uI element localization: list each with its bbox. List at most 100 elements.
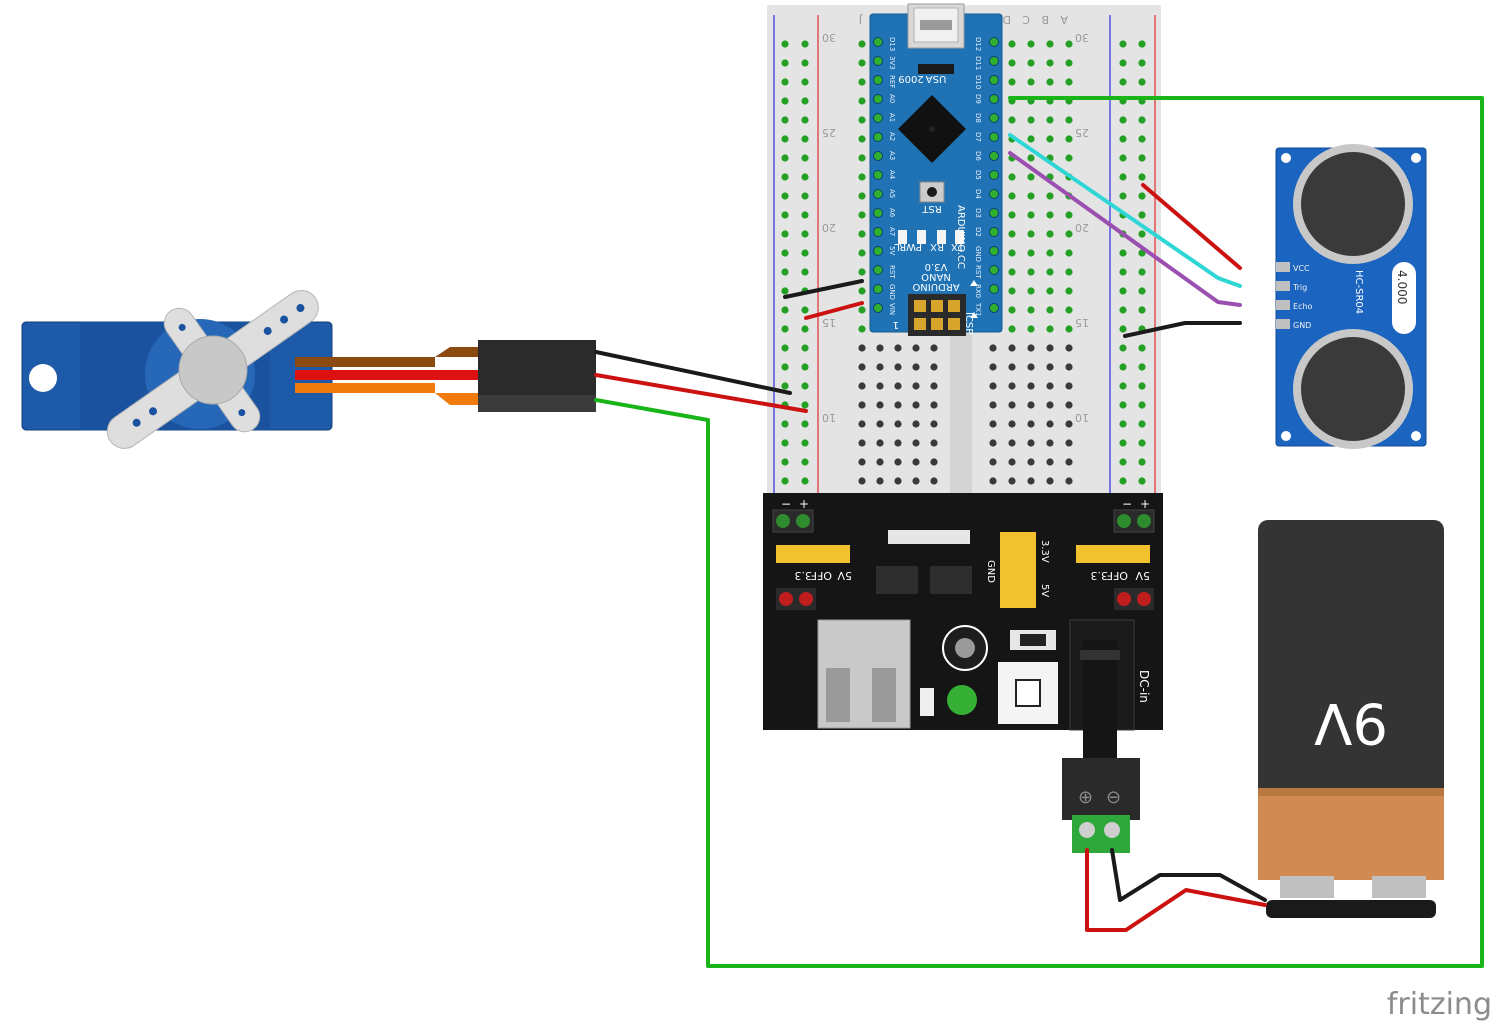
breadboard-hole — [801, 458, 809, 466]
breadboard-hole — [989, 382, 997, 390]
nano-pin-right — [989, 56, 999, 66]
breadboard-hole — [781, 173, 789, 181]
breadboard-hole — [1119, 363, 1127, 371]
left-label-3-3: 3.3 — [795, 569, 813, 582]
breadboard-hole — [858, 344, 866, 352]
wire-sensor-trig — [1008, 133, 1242, 288]
breadboard-hole — [1027, 192, 1035, 200]
breadboard-hole — [1046, 382, 1054, 390]
breadboard-hole — [1027, 59, 1035, 67]
breadboard-hole — [1008, 59, 1016, 67]
breadboard-hole — [894, 458, 902, 466]
breadboard-hole — [1065, 268, 1073, 276]
fritzing-watermark: fritzing — [1387, 987, 1492, 1022]
breadboard-hole — [1119, 78, 1127, 86]
row-number-20-right: 20 — [1075, 221, 1089, 234]
breadboard-hole — [1008, 40, 1016, 48]
breadboard-hole — [1065, 40, 1073, 48]
breadboard-hole — [1119, 439, 1127, 447]
breadboard-hole — [781, 382, 789, 390]
breadboard-hole — [801, 192, 809, 200]
breadboard-hole — [1027, 287, 1035, 295]
nano-name-line-1: ARDUINO — [912, 281, 959, 292]
breadboard-hole — [1027, 420, 1035, 428]
breadboard-hole — [1065, 458, 1073, 466]
breadboard-hole — [1138, 458, 1146, 466]
breadboard-hole — [1008, 382, 1016, 390]
breadboard-hole — [1008, 116, 1016, 124]
breadboard-hole — [1119, 287, 1127, 295]
breadboard-hole — [1119, 344, 1127, 352]
breadboard-hole — [858, 40, 866, 48]
breadboard-hole — [858, 287, 866, 295]
breadboard-hole — [1119, 458, 1127, 466]
breadboard-hole — [801, 382, 809, 390]
sensor-pin-echo: Echo — [1293, 302, 1313, 311]
breadboard-hole — [1119, 59, 1127, 67]
breadboard-hole — [1119, 173, 1127, 181]
breadboard-hole — [894, 477, 902, 485]
breadboard-hole — [894, 401, 902, 409]
nano-pin-right — [989, 94, 999, 104]
nano-pin-left — [873, 227, 883, 237]
breadboard-hole — [876, 401, 884, 409]
breadboard-hole — [1138, 135, 1146, 143]
nano-pin-right-label: D2 — [974, 227, 982, 237]
nano-pin-right-label: D8 — [974, 113, 982, 123]
breadboard-hole — [1065, 287, 1073, 295]
nano-pin-left — [873, 113, 883, 123]
breadboard-hole — [1065, 135, 1073, 143]
breadboard-hole — [1138, 287, 1146, 295]
nano-pin-left — [873, 75, 883, 85]
breadboard-hole — [1065, 344, 1073, 352]
row-number-30-right: 30 — [1075, 31, 1089, 44]
led-label-pwr: PWR — [899, 241, 922, 252]
breadboard-hole — [858, 477, 866, 485]
led-label-l: L — [894, 241, 900, 252]
breadboard-hole — [1008, 230, 1016, 238]
breadboard-hole — [781, 192, 789, 200]
breadboard-hole — [781, 420, 789, 428]
breadboard-hole — [912, 458, 920, 466]
breadboard-hole — [876, 420, 884, 428]
breadboard-hole — [801, 230, 809, 238]
breadboard-hole — [1065, 363, 1073, 371]
breadboard-hole — [1046, 59, 1054, 67]
breadboard-hole — [801, 477, 809, 485]
breadboard-hole — [894, 439, 902, 447]
adapter-sign-minus: ⊖ — [1106, 787, 1121, 808]
sensor-pin-vcc: VCC — [1293, 264, 1310, 273]
breadboard-hole — [930, 344, 938, 352]
rail-sign-minus-left: − — [781, 497, 791, 511]
breadboard-hole — [1027, 230, 1035, 238]
breadboard-hole — [801, 439, 809, 447]
breadboard-hole — [1065, 154, 1073, 162]
breadboard-hole — [781, 306, 789, 314]
breadboard-hole — [801, 135, 809, 143]
nano-pin-left-label: A0 — [888, 94, 896, 103]
breadboard-hole — [1027, 173, 1035, 181]
nano-pin-left — [873, 208, 883, 218]
breadboard-hole — [1119, 268, 1127, 276]
nano-pin-left-label: D13 — [888, 37, 896, 51]
breadboard-hole — [1119, 477, 1127, 485]
wire-sensor-gnd — [1123, 321, 1242, 338]
row-number-25-right: 25 — [1075, 126, 1089, 139]
right-label-3-3: 3.3 — [1091, 569, 1109, 582]
nano-pin-right — [989, 246, 999, 256]
breadboard-hole — [858, 192, 866, 200]
sensor-crystal-label: 4.000 — [1395, 270, 1409, 304]
wire-green-signal — [594, 96, 1484, 968]
breadboard-hole — [858, 116, 866, 124]
breadboard-hole — [1138, 173, 1146, 181]
nano-pin-left — [873, 170, 883, 180]
battery-9v: 9V — [1258, 520, 1444, 918]
breadboard-hole — [858, 325, 866, 333]
breadboard-hole — [1027, 458, 1035, 466]
power-supply-module: − + − + 3.3 OFF 5V 3.3 OFF 5V 3.3V GND 5… — [763, 493, 1163, 731]
nano-pin-left — [873, 94, 883, 104]
breadboard-hole — [801, 154, 809, 162]
breadboard-hole — [858, 363, 866, 371]
breadboard-hole — [989, 344, 997, 352]
breadboard-hole — [1119, 40, 1127, 48]
